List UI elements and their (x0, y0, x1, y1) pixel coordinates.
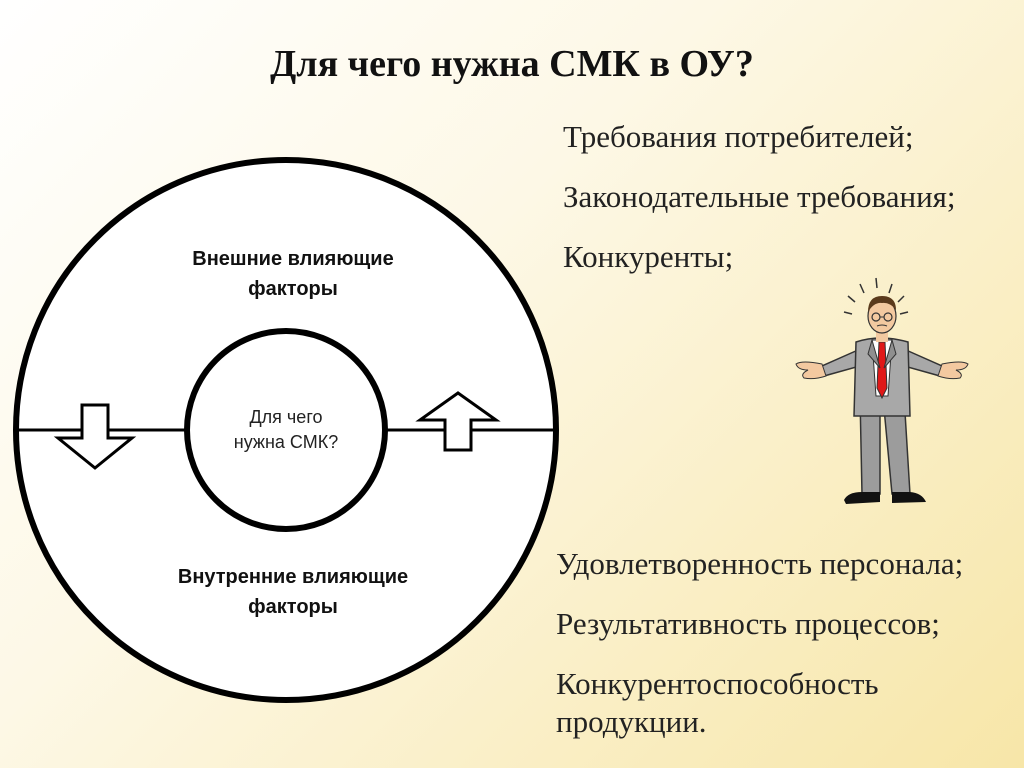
page-title: Для чего нужна СМК в ОУ? (270, 43, 754, 85)
list-item: Конкуренты; (563, 239, 734, 275)
internal-factors-label-line2: факторы (248, 596, 338, 618)
internal-factors-list: Удовлетворенность персонала; Результатив… (556, 545, 963, 763)
center-label-line1: Для чего (249, 407, 322, 427)
internal-factors-label-line1: Внутренние влияющие (178, 566, 408, 588)
list-item: Законодательные требования; (563, 179, 956, 215)
external-factors-list: Требования потребителей; Законодательные… (563, 118, 956, 299)
confused-man-illustration (795, 277, 969, 504)
external-factors-label-line2: факторы (248, 278, 338, 300)
arrow-up-icon (415, 391, 501, 452)
arrow-down-icon (53, 403, 137, 470)
inner-circle (184, 328, 388, 532)
tie-icon (876, 341, 888, 400)
list-item: Удовлетворенность персонала; (556, 546, 964, 581)
list-item: Результативность процессов; (556, 606, 940, 642)
list-item: Требования потребителей; (563, 119, 914, 154)
external-factors-label-line1: Внешние влияющие (192, 248, 393, 270)
list-item: Конкурентоспособность продукции. (556, 666, 879, 739)
center-label-line2: нужна СМК? (234, 432, 338, 452)
stress-lines-icon (843, 277, 909, 315)
